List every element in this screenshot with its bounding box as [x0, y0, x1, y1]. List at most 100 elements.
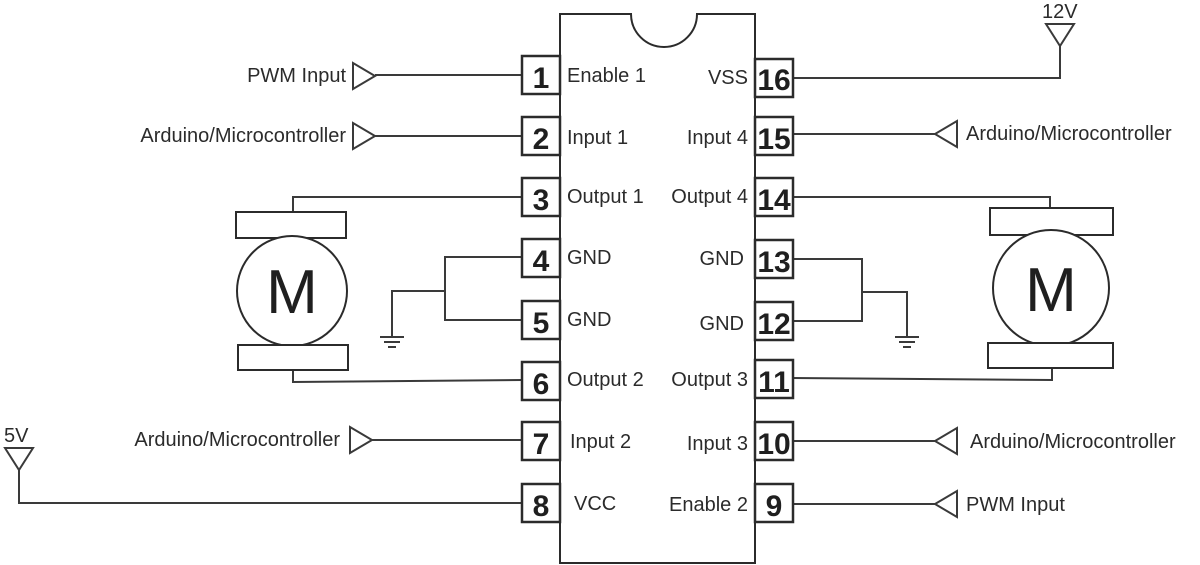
pin-3: 3 Output 1 [520, 176, 644, 218]
pin-box [753, 176, 795, 218]
pin-label: Enable 2 [669, 494, 748, 516]
arduino-right-1-label: Arduino/Microcontroller [966, 123, 1172, 145]
pin-label: GND [567, 309, 611, 331]
wires [18, 46, 1061, 505]
pin-number: 10 [757, 428, 790, 461]
pin-11: 11 Output 3 [671, 358, 795, 400]
pin-box [520, 54, 562, 96]
pin-box [520, 420, 562, 462]
pin-number: 13 [757, 246, 790, 279]
wire-pin4-gnd [444, 256, 522, 321]
pin-7: 7 Input 2 [520, 420, 631, 462]
pin-number: 14 [757, 184, 791, 217]
power-5v-label: 5V [4, 425, 29, 447]
ground-left-icon [380, 336, 404, 348]
power-5v: 5V [3, 425, 35, 472]
pin-number: 15 [757, 123, 790, 156]
wire-pin14-motor [792, 196, 1051, 208]
signal-triangle-icon [352, 61, 377, 91]
motor-right-label: M [1025, 256, 1077, 325]
pin-box [753, 482, 795, 524]
wire-pin13-gnd [792, 258, 863, 322]
pin-box [753, 57, 795, 99]
pin-number: 4 [533, 245, 550, 278]
pin-label: GND [567, 247, 611, 269]
pwm-input-left-label: PWM Input [247, 65, 346, 87]
pin-2: 2 Input 1 [520, 115, 628, 157]
pin-label: Input 1 [567, 127, 628, 149]
pin-box [753, 420, 795, 462]
right-signals: Arduino/Microcontroller Arduino/Microcon… [933, 119, 1176, 519]
pin-box [753, 238, 795, 280]
wire-pin3-motor [292, 196, 522, 212]
wire-gnd-left [391, 290, 445, 336]
pin-4: 4 GND [520, 237, 611, 279]
pin-1: 1 Enable 1 [520, 54, 646, 96]
signal-triangle-icon [933, 489, 958, 519]
pin-label: VSS [708, 67, 748, 89]
pin-13: 13 GND [700, 238, 795, 280]
pin-label: Input 3 [687, 433, 748, 455]
pin-box [753, 358, 795, 400]
pin-label: Output 2 [567, 369, 644, 391]
wire-pin16-12v [792, 46, 1061, 79]
pin-5: 5 GND [520, 299, 611, 341]
wire-pin8-5v [18, 470, 522, 504]
signal-triangle-icon [349, 425, 374, 455]
pin-number: 6 [533, 368, 550, 401]
pin-box [520, 115, 562, 157]
motor-left: M [235, 211, 349, 371]
motor-right: M [987, 207, 1114, 369]
motor-left-label: M [266, 258, 318, 327]
signal-triangle-icon [352, 121, 377, 151]
ground-right-icon [895, 336, 919, 348]
pin-10: 10 Input 3 [687, 420, 795, 462]
pin-label: GND [700, 248, 744, 270]
arduino-left-2-label: Arduino/Microcontroller [134, 429, 340, 451]
pin-box [520, 237, 562, 279]
pin-box [753, 115, 795, 157]
right-pins: 16 VSS 15 Input 4 14 Output 4 13 GND 12 … [669, 57, 795, 524]
power-triangle-icon [1044, 23, 1076, 48]
pin-label: Input 2 [570, 431, 631, 453]
pin-number: 16 [757, 64, 790, 97]
pin-box [520, 360, 562, 402]
pin-number: 11 [758, 366, 790, 399]
pin-number: 9 [766, 490, 783, 523]
pin-6: 6 Output 2 [520, 360, 644, 402]
pin-14: 14 Output 4 [671, 176, 795, 218]
pin-box [520, 482, 562, 524]
pin-label: VCC [574, 493, 616, 515]
pin-box [753, 300, 795, 342]
pin-label: GND [700, 313, 744, 335]
signal-triangle-icon [933, 426, 958, 456]
pin-label: Output 3 [671, 369, 748, 391]
pwm-input-right-label: PWM Input [966, 494, 1065, 516]
pin-label: Input 4 [687, 127, 748, 149]
arduino-right-2-label: Arduino/Microcontroller [970, 431, 1176, 453]
wire-pin6-motor [292, 370, 523, 384]
pin-box [520, 299, 562, 341]
pin-16: 16 VSS [708, 57, 795, 99]
motor-brush-bottom [237, 344, 349, 371]
wire-gnd-right [862, 291, 908, 336]
pin-number: 7 [533, 428, 550, 461]
pin-number: 1 [533, 62, 550, 95]
motor-brush-top [989, 207, 1114, 236]
pin-box [520, 176, 562, 218]
power-12v: 12V [1042, 1, 1078, 48]
pin-number: 2 [533, 123, 550, 156]
motor-brush-top [235, 211, 347, 239]
left-pins: 1 Enable 1 2 Input 1 3 Output 1 4 GND 5 … [520, 54, 646, 524]
power-12v-label: 12V [1042, 1, 1078, 23]
pin-12: 12 GND [700, 300, 795, 342]
pin-label: Output 4 [671, 186, 748, 208]
pin-label: Enable 1 [567, 65, 646, 87]
pin-number: 5 [533, 307, 550, 340]
left-signals: PWM Input Arduino/Microcontroller Arduin… [134, 61, 377, 455]
chip-body [559, 13, 756, 564]
pin-number: 8 [533, 490, 550, 523]
pin-8: 8 VCC [520, 482, 616, 524]
power-triangle-icon [3, 447, 35, 472]
